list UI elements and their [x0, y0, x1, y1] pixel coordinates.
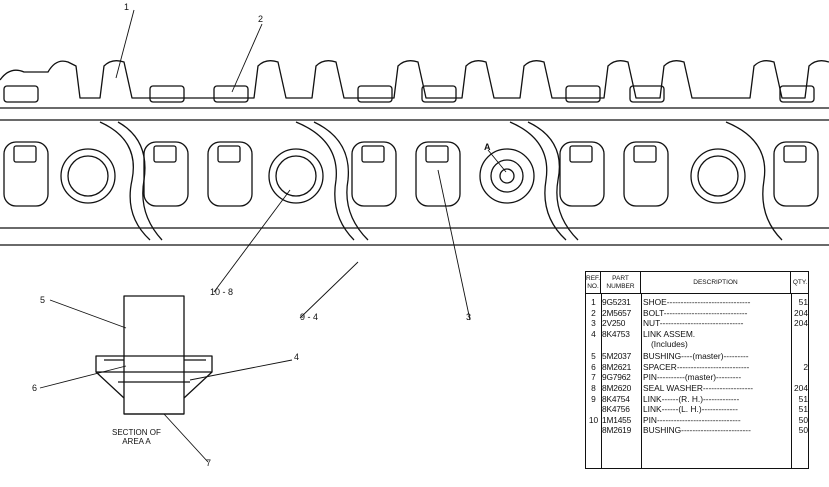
row-part-number: 8K4754	[602, 393, 630, 404]
row-ref: 1	[591, 297, 596, 307]
row-ref: 6	[591, 361, 596, 372]
bolt-heads	[3, 85, 815, 103]
row-description: SPACER--------------------------	[643, 361, 750, 372]
row-part-number: 1M1455	[602, 414, 632, 425]
row-part-number: 8K4753	[602, 328, 630, 339]
row-qty: 51	[798, 297, 808, 307]
header-ref: REF. NO.	[586, 272, 601, 294]
table-row: 7 9G7962 PIN----------(master)---------	[586, 372, 808, 382]
section-label-line2: AREA A	[122, 437, 151, 446]
row-description: LINK------(R. H.)-------------	[643, 393, 740, 404]
section-label: SECTION OF AREA A	[112, 428, 161, 446]
callout-a: A	[484, 142, 491, 152]
row-qty: 204	[794, 383, 808, 393]
pin-bosses	[60, 148, 746, 204]
table-row: 2 2M5657 BOLT---------------------------…	[586, 308, 808, 318]
row-qty: 50	[798, 414, 808, 425]
row-description: SHOE------------------------------	[643, 297, 751, 307]
callout-7: 7	[206, 458, 212, 468]
leader-lines	[39, 9, 507, 463]
row-description: BUSHING-------------------------	[643, 425, 751, 435]
row-part-number: 8M2620	[602, 383, 632, 393]
callout-10-8: 10 - 8	[210, 287, 234, 297]
callout-2: 2	[258, 14, 264, 24]
row-description: BOLT------------------------------	[643, 307, 748, 318]
parts-list-table: REF. NO. PART NUMBER DESCRIPTION QTY. 1 …	[585, 271, 809, 469]
column-divider	[791, 294, 792, 468]
row-ref: 8	[591, 383, 596, 393]
row-part-number: 2V250	[602, 318, 626, 328]
track-links	[0, 121, 829, 246]
table-row: 8M2619 BUSHING------------------------- …	[586, 425, 808, 435]
table-row: 6 8M2621 SPACER-------------------------…	[586, 362, 808, 372]
table-row: 9 8K4754 LINK------(R. H.)------------- …	[586, 394, 808, 404]
section-view-area-a	[95, 295, 213, 415]
table-row: 8 8M2620 SEAL WASHER------------------ 2…	[586, 383, 808, 393]
row-ref: 10	[588, 414, 599, 425]
callout-5: 5	[40, 295, 46, 305]
row-qty: 2	[803, 361, 808, 372]
header-qty: QTY.	[791, 272, 809, 294]
track-shoe	[0, 60, 829, 121]
row-part-number: 9G5231	[602, 297, 631, 307]
row-description: LINK ASSEM.	[643, 328, 696, 339]
row-ref: 9	[591, 393, 596, 404]
table-row: 5 5M2037 BUSHING----(master)---------	[586, 351, 808, 361]
callout-4: 4	[294, 352, 300, 362]
row-description: PIN------------------------------	[643, 414, 741, 425]
nut-windows	[3, 141, 819, 207]
table-row: 1 9G5231 SHOE---------------------------…	[586, 297, 808, 307]
column-divider	[641, 294, 642, 468]
row-ref: 3	[591, 318, 596, 328]
callout-9-4: 9 - 4	[300, 312, 319, 322]
row-qty: 51	[798, 404, 808, 414]
row-description: PIN----------(master)---------	[643, 372, 742, 382]
row-part-number: 8K4756	[602, 404, 630, 414]
row-ref: 5	[591, 351, 596, 361]
row-ref: 2	[591, 307, 596, 318]
column-divider	[601, 294, 602, 468]
callout-1: 1	[124, 2, 130, 12]
header-description: DESCRIPTION	[641, 272, 791, 294]
table-row: 8K4756 LINK------(L. H.)------------- 51	[586, 404, 808, 414]
row-description: NUT------------------------------	[643, 318, 744, 328]
row-part-number: 8M2619	[602, 425, 632, 435]
header-part-number: PART NUMBER	[601, 272, 641, 294]
callout-6: 6	[32, 383, 38, 393]
section-label-line1: SECTION OF	[112, 428, 161, 437]
row-part-number: 8M2621	[602, 361, 632, 372]
row-description: (Includes)	[651, 339, 688, 349]
row-ref: 4	[591, 328, 596, 339]
table-row: (Includes)	[586, 339, 808, 349]
row-qty: 204	[794, 307, 808, 318]
row-description: BUSHING----(master)---------	[643, 351, 749, 361]
row-ref: 7	[591, 372, 596, 382]
row-qty: 204	[794, 318, 808, 328]
row-qty: 51	[798, 393, 808, 404]
table-row: 4 8K4753 LINK ASSEM.	[586, 329, 808, 339]
row-qty: 50	[798, 425, 808, 435]
row-part-number: 2M5657	[602, 307, 632, 318]
row-description: SEAL WASHER------------------	[643, 383, 754, 393]
row-description: LINK------(L. H.)-------------	[643, 404, 738, 414]
table-row: 10 1M1455 PIN---------------------------…	[586, 415, 808, 425]
row-part-number: 9G7962	[602, 372, 631, 382]
row-part-number: 5M2037	[602, 351, 632, 361]
table-row: 3 2V250 NUT-----------------------------…	[586, 318, 808, 328]
callout-3: 3	[466, 312, 472, 322]
link-curves	[99, 121, 783, 241]
